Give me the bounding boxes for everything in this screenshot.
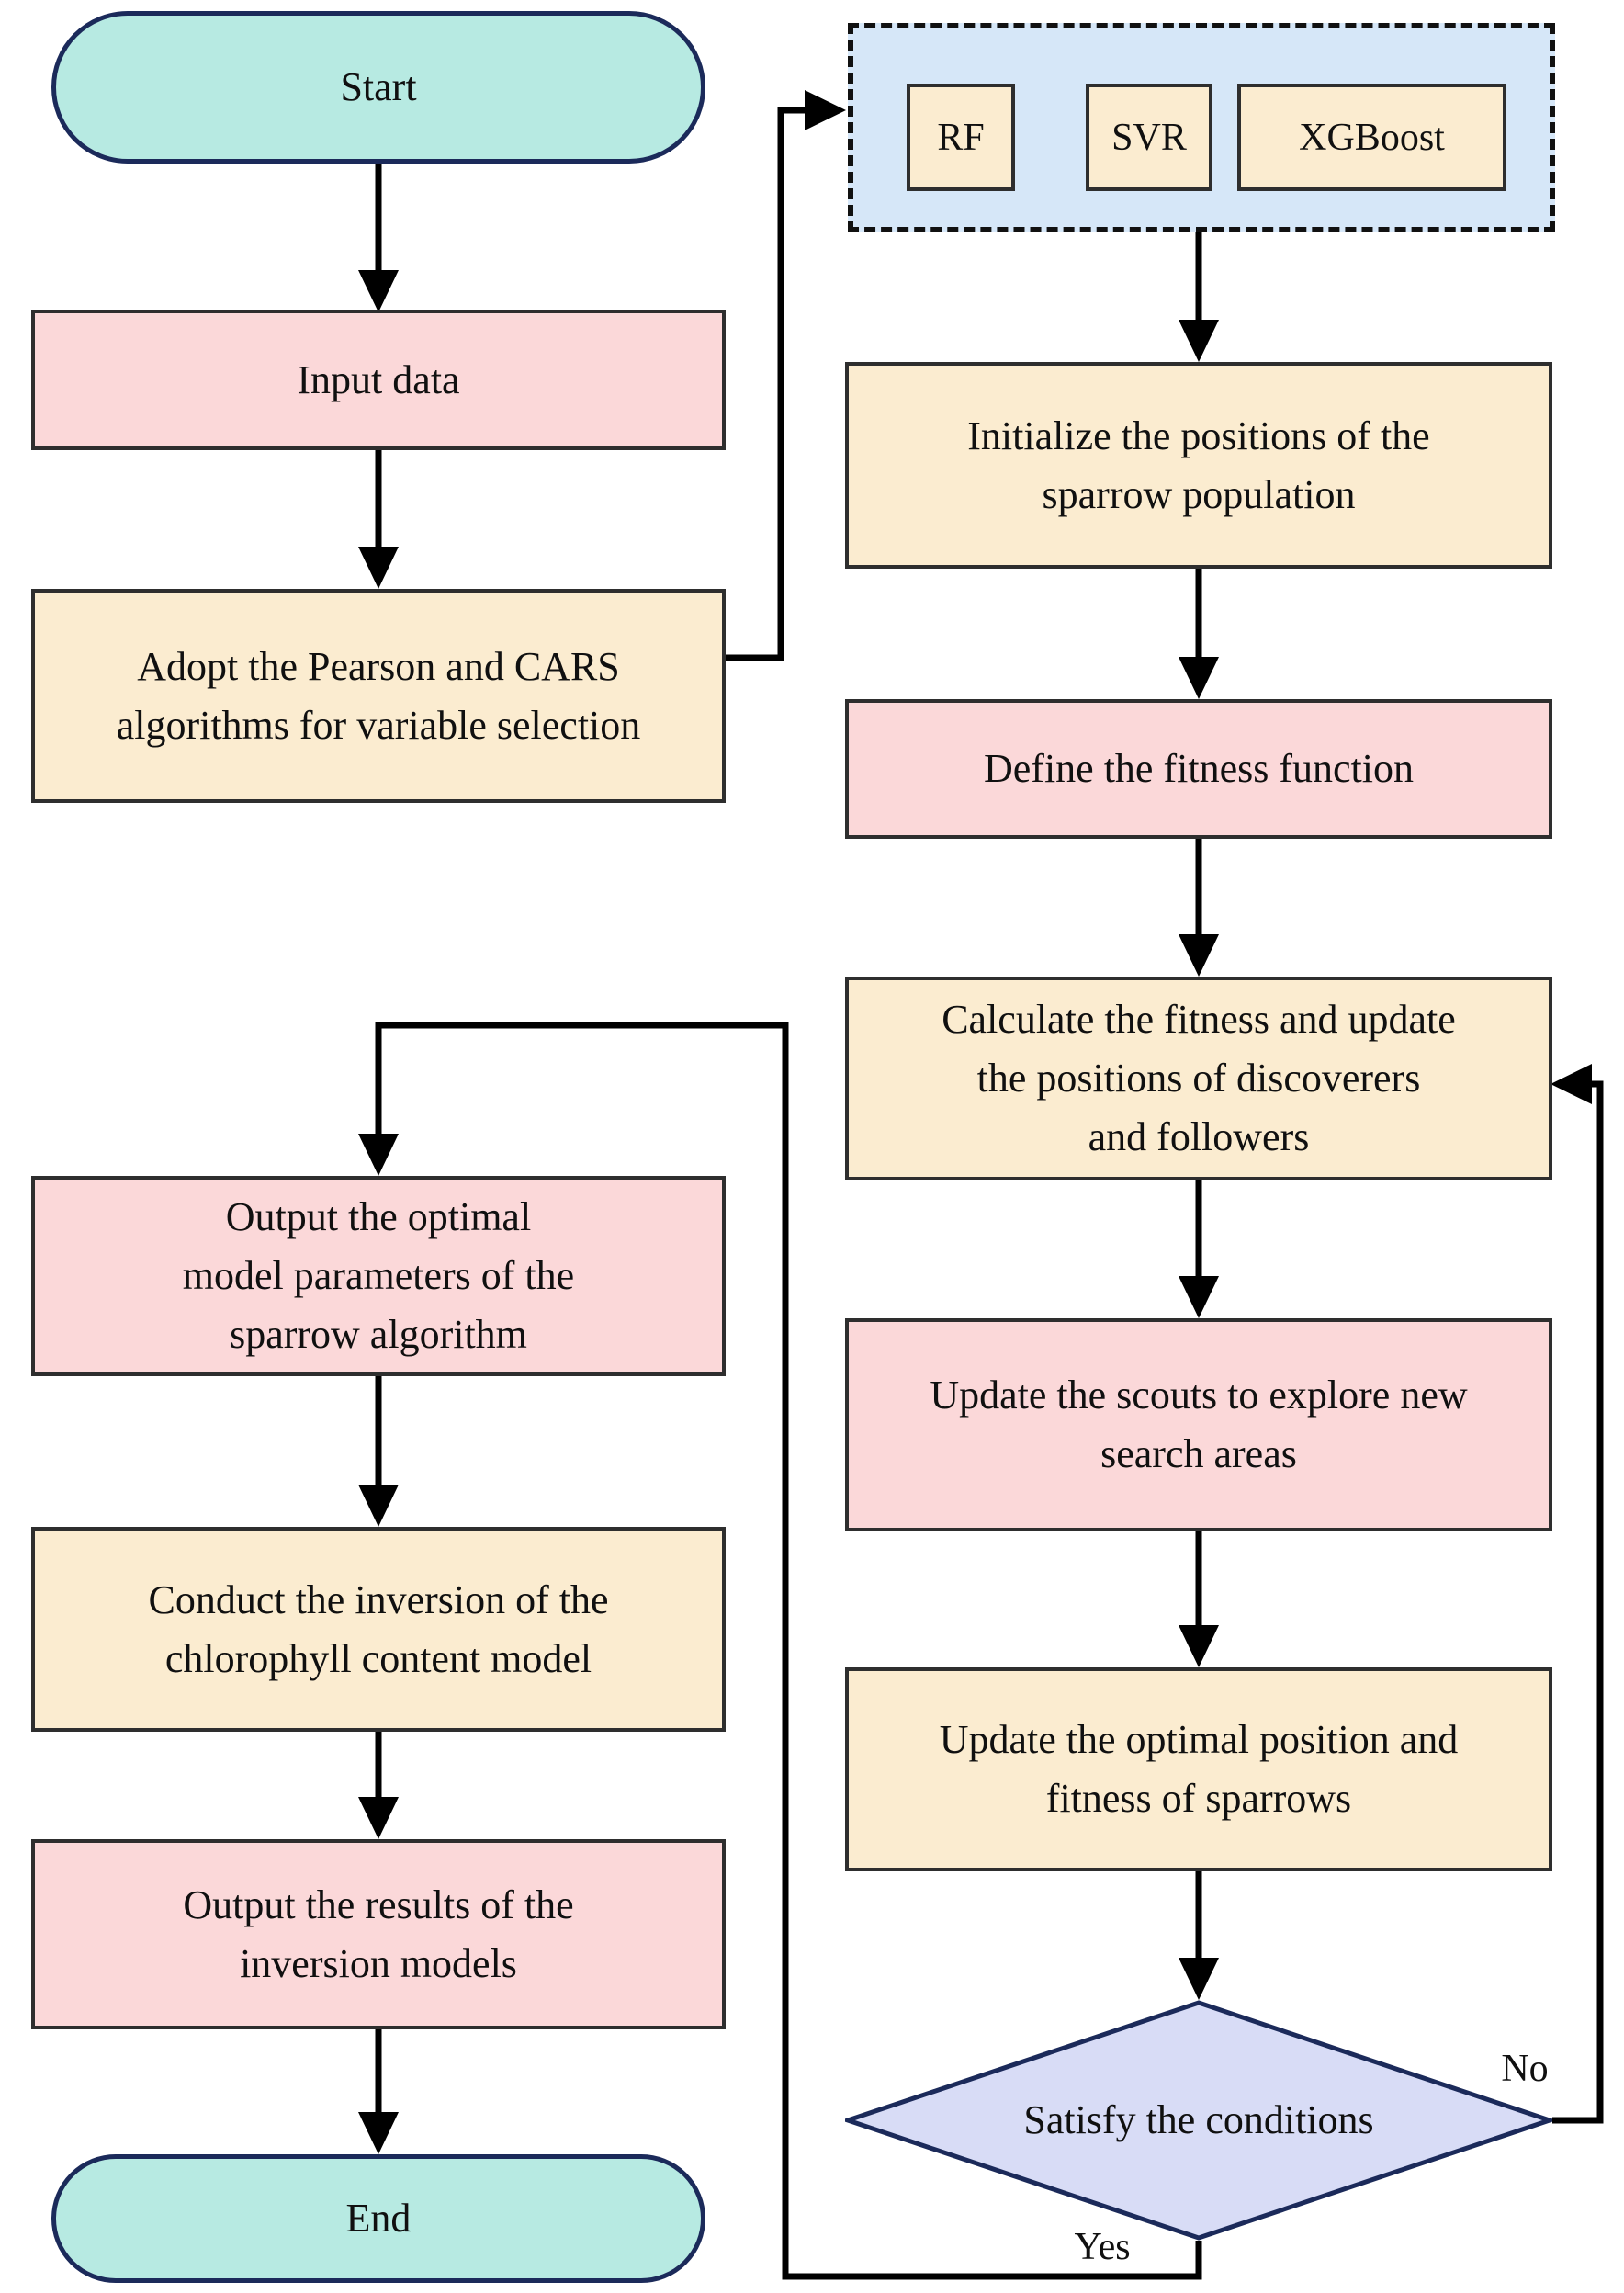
node-start: Start bbox=[51, 11, 705, 164]
node-define-fitness: Define the fitness function bbox=[845, 699, 1552, 839]
node-decision: Satisfy the conditions bbox=[845, 2000, 1552, 2241]
model-box-xgboost: XGBoost bbox=[1237, 84, 1506, 191]
node-calculate-fitness: Calculate the fitness and update the pos… bbox=[845, 977, 1552, 1180]
node-calculate-fitness-label: Calculate the fitness and update the pos… bbox=[942, 997, 1456, 1159]
node-decision-label: Satisfy the conditions bbox=[1023, 2097, 1374, 2142]
model-panel: RF SVR XGBoost bbox=[848, 23, 1555, 232]
edge-yes-loop-arrowhead bbox=[358, 1134, 399, 1176]
node-start-label: Start bbox=[340, 64, 417, 109]
edge-define-calculate-arrowhead bbox=[1179, 934, 1219, 977]
edge-adopt-models-line bbox=[726, 107, 810, 661]
edge-no-loop-arrowhead bbox=[1551, 1064, 1592, 1104]
edge-start-input-arrowhead bbox=[358, 270, 399, 312]
model-box-svr: SVR bbox=[1086, 84, 1212, 191]
edge-params-conduct-arrowhead bbox=[358, 1485, 399, 1527]
edge-input-adopt-arrowhead bbox=[358, 547, 399, 589]
edge-adopt-models-arrowhead bbox=[805, 90, 846, 130]
node-update-optimal: Update the optimal position and fitness … bbox=[845, 1667, 1552, 1871]
node-variable-selection: Adopt the Pearson and CARS algorithms fo… bbox=[31, 589, 726, 803]
node-output-results-label: Output the results of the inversion mode… bbox=[183, 1881, 574, 1986]
node-update-scouts-label: Update the scouts to explore new search … bbox=[930, 1372, 1468, 1476]
edge-label-yes: Yes bbox=[1074, 2226, 1131, 2268]
node-variable-selection-label: Adopt the Pearson and CARS algorithms fo… bbox=[116, 643, 641, 748]
node-initialize-label: Initialize the positions of the sparrow … bbox=[967, 412, 1430, 517]
edge-optimal-decision-arrowhead bbox=[1179, 1958, 1219, 2000]
edge-results-end-arrowhead bbox=[358, 2112, 399, 2154]
decision-diamond-shape bbox=[845, 2000, 1552, 2241]
edge-yes-loop-line bbox=[375, 1022, 1202, 2280]
node-output-results: Output the results of the inversion mode… bbox=[31, 1839, 726, 2029]
edge-scouts-optimal-arrowhead bbox=[1179, 1625, 1219, 1667]
node-output-params: Output the optimal model parameters of t… bbox=[31, 1176, 726, 1376]
node-end-label: End bbox=[345, 2196, 412, 2241]
edge-calculate-scouts-arrowhead bbox=[1179, 1276, 1219, 1318]
edge-conduct-results-arrowhead bbox=[358, 1797, 399, 1839]
node-output-params-label: Output the optimal model parameters of t… bbox=[182, 1194, 575, 1357]
node-input-data: Input data bbox=[31, 310, 726, 450]
edge-models-initialize-arrowhead bbox=[1179, 320, 1219, 362]
edge-initialize-define-arrowhead bbox=[1179, 657, 1219, 699]
edge-label-no: No bbox=[1501, 2048, 1549, 2090]
node-conduct-inversion: Conduct the inversion of the chlorophyll… bbox=[31, 1527, 726, 1732]
decision-diamond-svg bbox=[845, 2000, 1552, 2241]
model-box-rf: RF bbox=[907, 84, 1015, 191]
node-define-fitness-label: Define the fitness function bbox=[984, 746, 1414, 791]
model-rf-label: RF bbox=[937, 116, 985, 159]
node-conduct-inversion-label: Conduct the inversion of the chlorophyll… bbox=[148, 1576, 609, 1681]
node-update-optimal-label: Update the optimal position and fitness … bbox=[939, 1717, 1459, 1821]
node-input-data-label: Input data bbox=[297, 356, 460, 402]
node-end: End bbox=[51, 2154, 705, 2283]
model-svr-label: SVR bbox=[1111, 116, 1187, 159]
edge-no-loop-line bbox=[1552, 1080, 1604, 2124]
model-xgboost-label: XGBoost bbox=[1299, 116, 1445, 159]
node-update-scouts: Update the scouts to explore new search … bbox=[845, 1318, 1552, 1531]
node-initialize: Initialize the positions of the sparrow … bbox=[845, 362, 1552, 569]
